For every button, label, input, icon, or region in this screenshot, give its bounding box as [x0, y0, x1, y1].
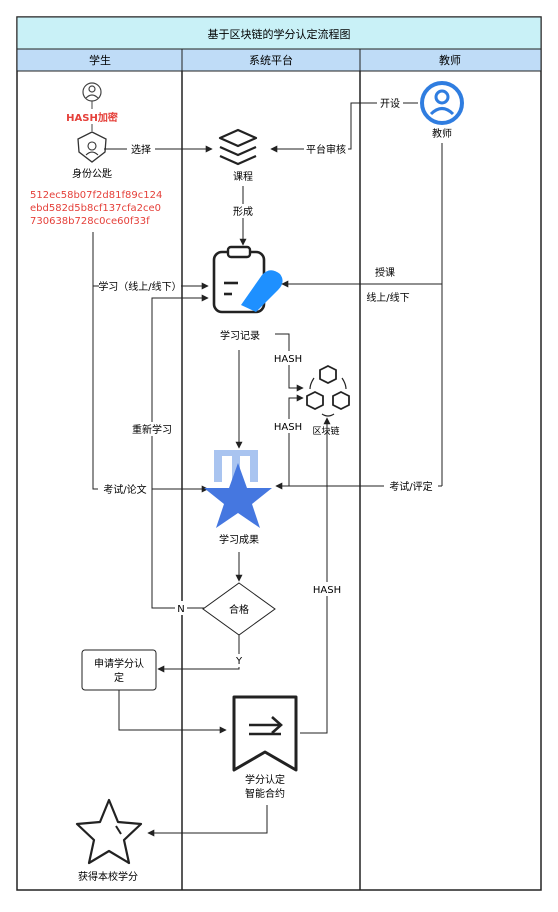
- identity-key-icon: [77, 131, 107, 163]
- lane-header-teacher: [359, 48, 542, 72]
- lane-title-student: 学生: [89, 53, 111, 67]
- edge-label-bg: [384, 479, 438, 493]
- edge-label-bg: [311, 582, 343, 596]
- final-credit-label: 获得本校学分: [78, 870, 138, 883]
- edge-label-bg: [98, 482, 152, 496]
- teacher-label: 教师: [432, 127, 452, 140]
- edge-label-hash3: HASH: [313, 585, 341, 596]
- edge-label-form: 形成: [233, 206, 253, 218]
- hash-encrypt-label: HASH加密: [66, 111, 118, 124]
- edge-label-study: 学习（线上/线下）: [98, 280, 181, 293]
- contract-label: 学分认定: [245, 773, 285, 786]
- layers-icon: [218, 128, 258, 166]
- course-label: 课程: [233, 171, 253, 183]
- diagram-title: 基于区块链的学分认定流程图: [208, 27, 351, 41]
- edge-label-open: 开设: [380, 98, 400, 110]
- edge-yes: [157, 635, 240, 673]
- title-bar: [16, 16, 542, 50]
- blockchain-icon: [306, 364, 350, 417]
- contract-label: 智能合约: [245, 787, 285, 800]
- edge-label-exam-paper: 考试/论文: [103, 483, 146, 496]
- edge-hash-contract: [300, 417, 331, 734]
- edge-label-bg: [175, 601, 187, 615]
- lane-title-teacher: 教师: [439, 54, 461, 67]
- edge-label-bg: [377, 96, 403, 110]
- hash-value-line: 730638b728c0ce60f33f: [30, 216, 150, 227]
- edge-label-relearn: 重新学习: [132, 423, 172, 436]
- edge-label-bg: [99, 279, 181, 293]
- qualified-label: 合格: [229, 603, 249, 616]
- study-result-star-icon: [204, 450, 272, 528]
- lane-title-platform: 系统平台: [249, 53, 293, 67]
- edge-label-bg: [127, 142, 155, 156]
- hash-value-line: 512ec58b07f2d81f89c124: [30, 190, 162, 201]
- edge-label-online-offline: 线上/线下: [366, 291, 409, 304]
- edge-label-hash2: HASH: [274, 422, 302, 433]
- edge-label-exam-eval: 考试/评定: [389, 480, 432, 493]
- edge-label-no: N: [177, 604, 184, 615]
- apply-credit-label: 定: [114, 671, 124, 684]
- apply-credit-label: 申请学分认: [94, 657, 144, 670]
- study-record-icon: [212, 245, 283, 314]
- edge-label-teach: 授课: [375, 266, 395, 279]
- edge-label-bg: [229, 204, 257, 218]
- edge-label-review: 平台审核: [306, 143, 346, 156]
- edge-contract-credit: [147, 805, 268, 837]
- study-record-label: 学习记录: [220, 329, 260, 342]
- edge-label-hash1: HASH: [274, 354, 302, 365]
- edge-apply-contract: [118, 690, 227, 734]
- edge-label-bg: [272, 419, 304, 433]
- diagram-frame: [16, 16, 542, 891]
- edge-label-bg: [304, 142, 348, 156]
- apply-credit-box: [81, 649, 157, 691]
- edge-label-select: 选择: [131, 143, 151, 156]
- identity-key-label: 身份公匙: [72, 167, 112, 180]
- star-icon: [75, 798, 143, 865]
- smart-contract-icon: [232, 695, 298, 772]
- study-result-label: 学习成果: [219, 533, 259, 546]
- edge-label-bg: [233, 654, 245, 667]
- edge-label-bg: [130, 422, 174, 436]
- edge-label-yes: Y: [235, 656, 243, 667]
- edge-exam-paper: [92, 232, 209, 493]
- teacher-avatar-icon: [420, 81, 464, 125]
- edge-label-bg: [272, 351, 304, 365]
- hash-value-line: ebd582d5b8cf137cfa2ce0: [30, 203, 161, 214]
- blockchain-label: 区块链: [312, 425, 339, 437]
